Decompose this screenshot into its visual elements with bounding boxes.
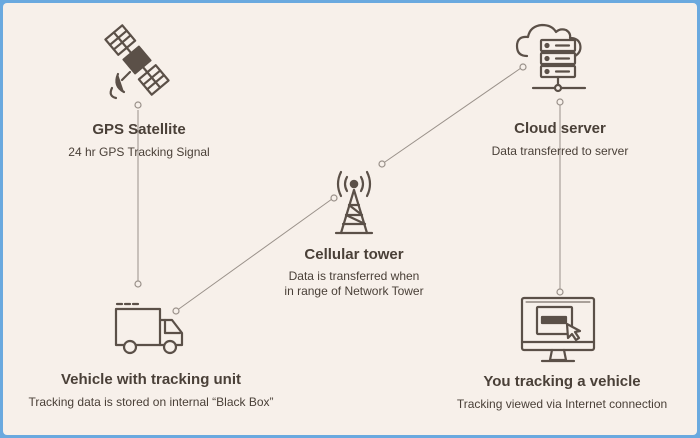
connector-dot [556, 288, 564, 296]
connector-dot [519, 63, 527, 71]
cellular-tower-title: Cellular tower [304, 246, 404, 263]
cellular-tower-node: Cellular tower Data is transferred when … [254, 246, 454, 299]
connector-dot [134, 101, 142, 109]
cloud-server-node: Cloud server Data transferred to server [460, 120, 660, 159]
vehicle-title: Vehicle with tracking unit [60, 371, 242, 388]
cloud-server-icon [515, 23, 587, 93]
satellite-icon [104, 24, 170, 100]
gps-satellite-node: GPS Satellite 24 hr GPS Tracking Signal [41, 121, 237, 160]
truck-icon [114, 302, 184, 355]
connectors-layer [104, 23, 596, 363]
vehicle-node: Vehicle with tracking unit Tracking data… [6, 371, 296, 410]
user-tracking-subtitle: Tracking viewed via Internet connection [456, 397, 668, 411]
cellular-tower-icon [334, 170, 374, 235]
cellular-tower-subtitle-line2: in range of Network Tower [284, 284, 424, 298]
user-tracking-node: You tracking a vehicle Tracking viewed v… [431, 373, 693, 412]
connector-dot [330, 194, 338, 202]
gps-satellite-title: GPS Satellite [92, 121, 186, 138]
gps-satellite-subtitle: 24 hr GPS Tracking Signal [68, 145, 210, 159]
connector-vehicle-tower [175, 198, 333, 312]
cloud-server-title: Cloud server [514, 120, 606, 137]
cloud-server-subtitle: Data transferred to server [491, 144, 629, 158]
connector-dot [134, 280, 142, 288]
cellular-tower-subtitle-line1: Data is transferred when [288, 269, 420, 283]
monitor-icon [520, 296, 596, 363]
vehicle-subtitle: Tracking data is stored on internal “Bla… [28, 395, 274, 409]
user-tracking-title: You tracking a vehicle [483, 373, 641, 390]
connector-tower-cloud [381, 67, 522, 165]
connector-dot [556, 98, 564, 106]
connector-dot [172, 307, 180, 315]
connector-dot [378, 160, 386, 168]
diagram-frame: GPS Satellite 24 hr GPS Tracking Signal … [3, 3, 697, 435]
